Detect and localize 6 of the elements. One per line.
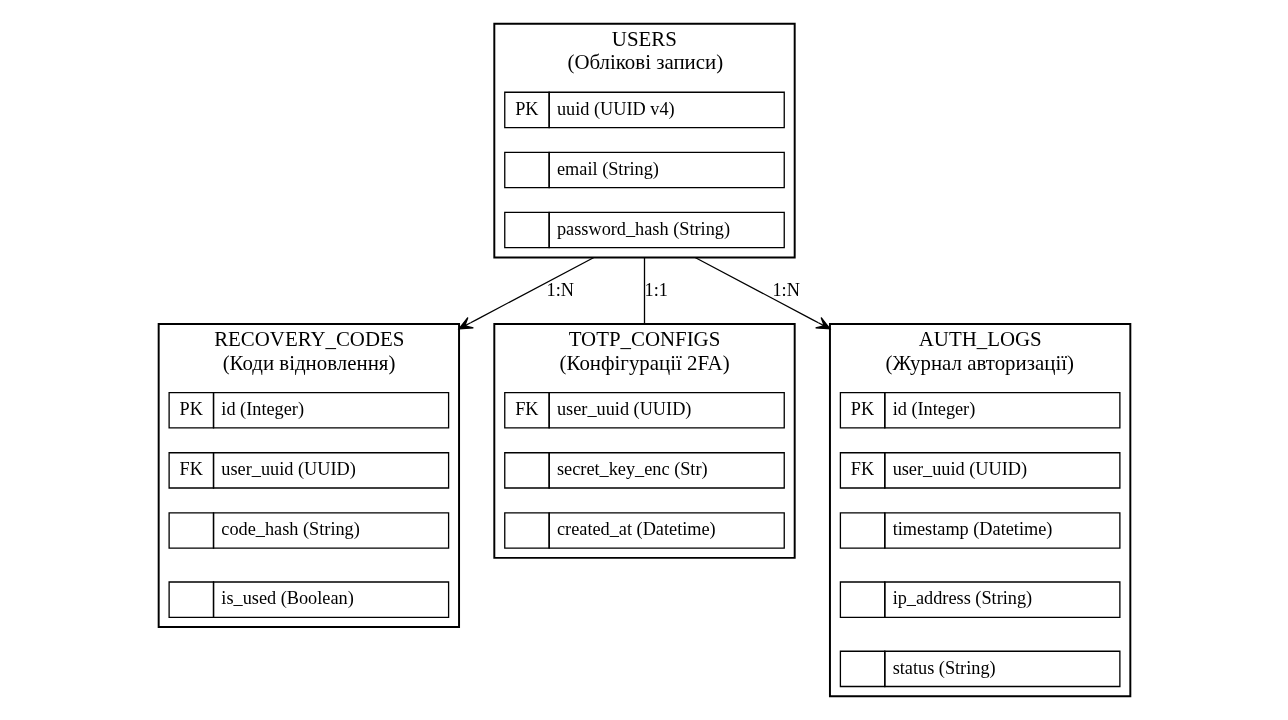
- edge-label: 1:1: [644, 279, 668, 300]
- connector: [643, 256, 645, 325]
- edge-label: 1:N: [772, 279, 800, 300]
- edge-label: 1:N: [546, 279, 574, 300]
- arrow: [693, 256, 831, 330]
- arrow: [457, 256, 595, 330]
